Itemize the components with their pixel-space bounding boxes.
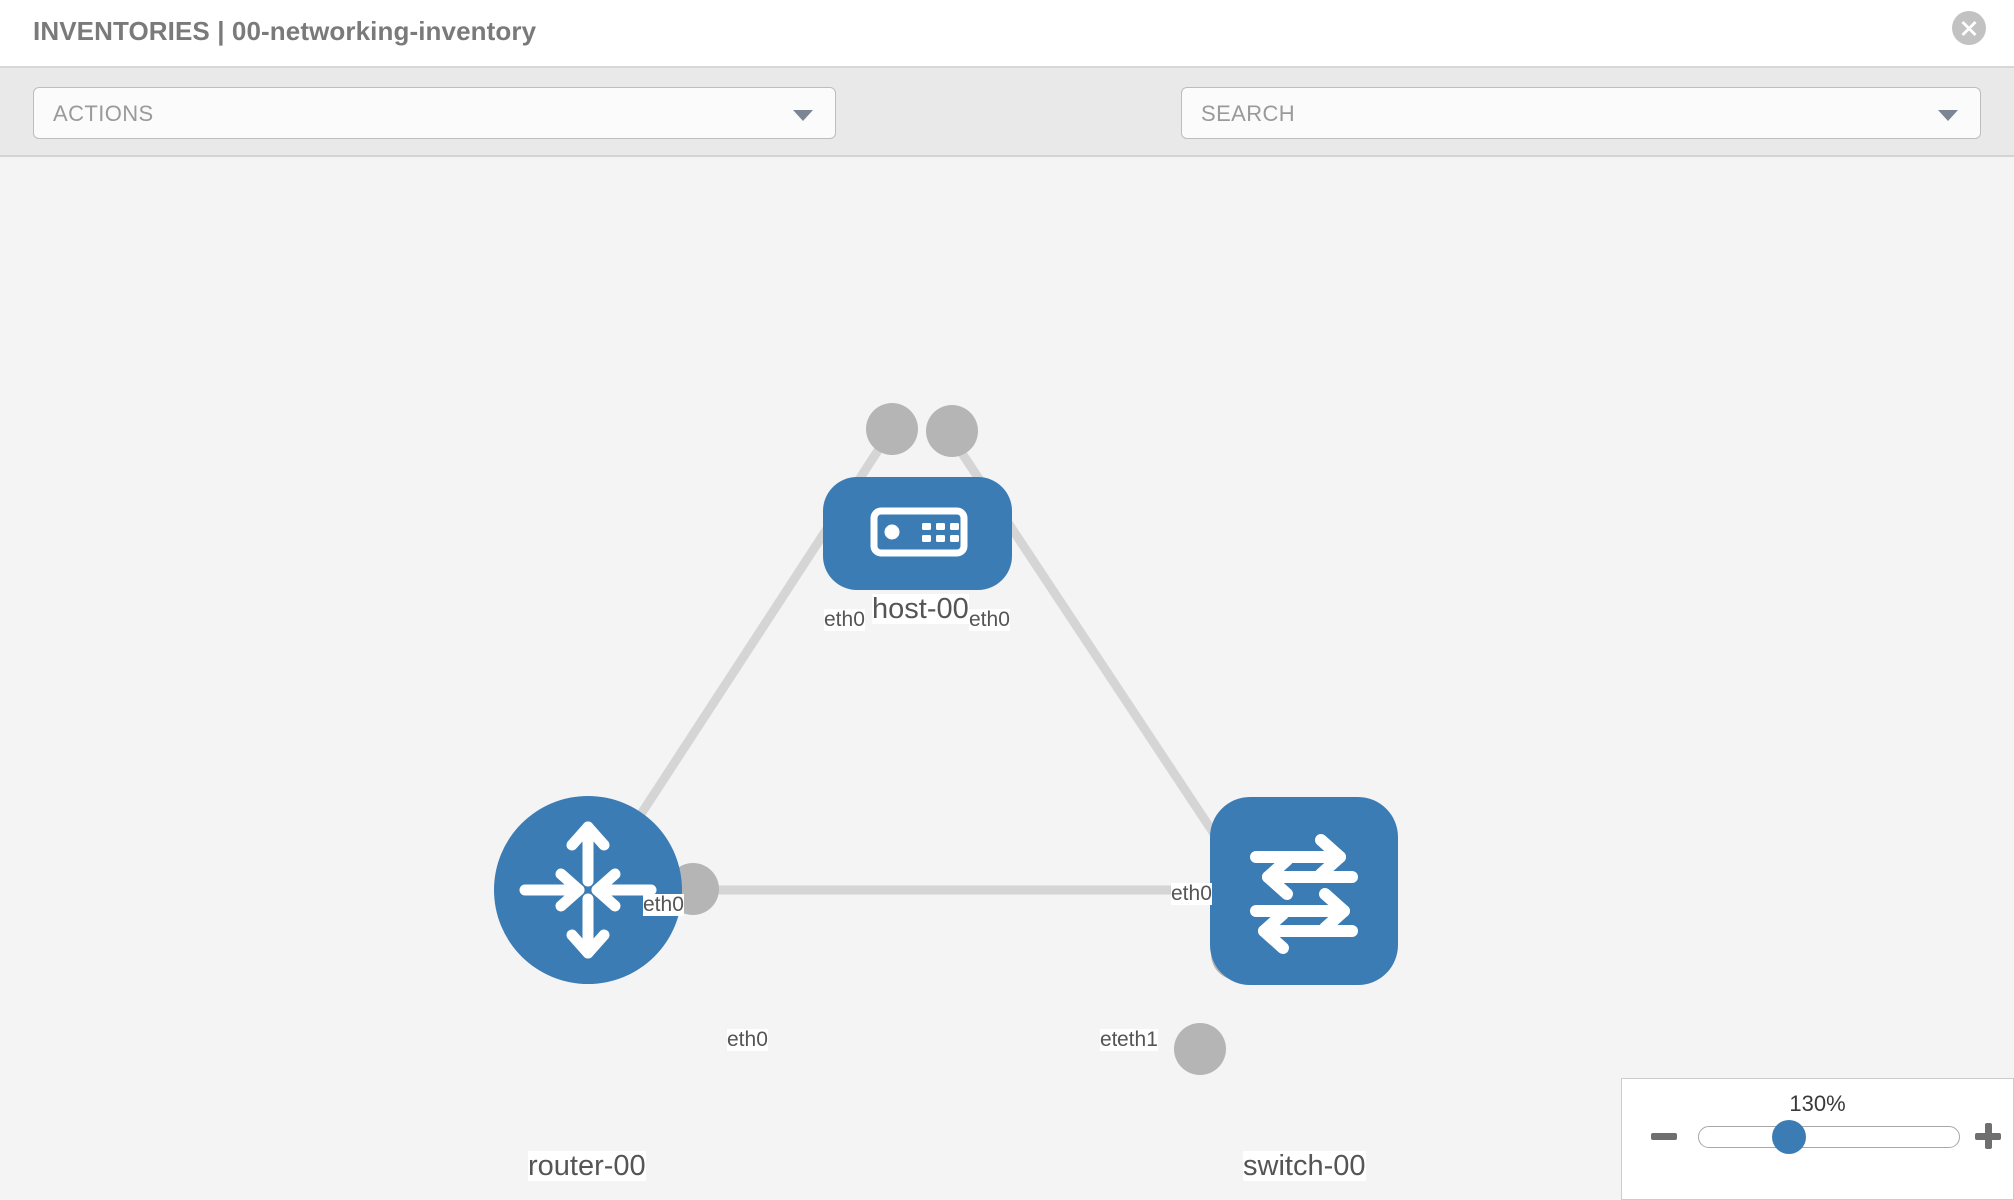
page-title: INVENTORIES | 00-networking-inventory bbox=[33, 16, 537, 46]
port-switch-left bbox=[1174, 1023, 1226, 1075]
label-router-eth0-upper: eth0 bbox=[643, 893, 684, 917]
zoom-slider[interactable] bbox=[1698, 1126, 1960, 1148]
topology-graph bbox=[494, 403, 1398, 1075]
page-header: INVENTORIES | 00-networking-inventory bbox=[0, 0, 2014, 68]
label-router-00: router-00 bbox=[528, 1150, 646, 1182]
label-switch-eth0-upper: eth0 bbox=[1171, 882, 1212, 906]
label-host-eth0-right: eth0 bbox=[969, 608, 1010, 632]
zoom-control-panel: 130% bbox=[1621, 1078, 2014, 1200]
router-arrows-icon bbox=[519, 821, 657, 959]
close-x-glyph bbox=[1961, 21, 1977, 36]
actions-dropdown[interactable]: ACTIONS bbox=[33, 87, 836, 139]
minus-icon[interactable] bbox=[1651, 1133, 1677, 1140]
label-switch-00: switch-00 bbox=[1243, 1150, 1366, 1182]
label-host-eth0-left: eth0 bbox=[824, 608, 865, 632]
actions-dropdown-label: ACTIONS bbox=[53, 101, 154, 126]
switch-arrows-icon bbox=[1250, 834, 1358, 954]
chevron-down-icon[interactable] bbox=[1938, 110, 1958, 121]
server-device-icon bbox=[870, 507, 968, 557]
close-icon[interactable] bbox=[1952, 11, 1986, 45]
zoom-slider-thumb[interactable] bbox=[1772, 1120, 1806, 1154]
toolbar: ACTIONS SEARCH bbox=[0, 68, 2014, 203]
node-switch-00[interactable] bbox=[1210, 797, 1398, 985]
label-switch-eth1: eth1 bbox=[1117, 1028, 1158, 1052]
plus-icon[interactable] bbox=[1975, 1123, 2001, 1149]
chevron-down-icon bbox=[793, 110, 813, 121]
port-host-left bbox=[866, 403, 918, 455]
node-host-00[interactable] bbox=[823, 477, 1012, 590]
port-host-right bbox=[926, 405, 978, 457]
zoom-level-value: 130% bbox=[1789, 1091, 1846, 1116]
search-placeholder: SEARCH bbox=[1201, 101, 1296, 126]
topology-canvas[interactable]: eth0 host-00 eth0 eth0 eth0 eth0 etl eth… bbox=[0, 159, 2014, 1200]
label-router-eth0-right: eth0 bbox=[727, 1028, 768, 1052]
label-switch-overlap: etl bbox=[1100, 1028, 1123, 1052]
label-host-00: host-00 bbox=[872, 593, 969, 625]
node-router-00[interactable] bbox=[494, 796, 682, 984]
search-input[interactable]: SEARCH bbox=[1181, 87, 1981, 139]
